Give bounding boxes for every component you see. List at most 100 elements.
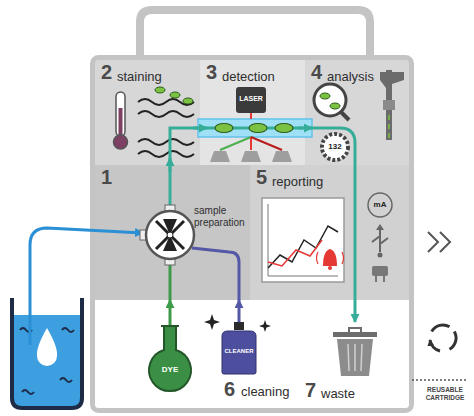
flow-connector [193,127,207,130]
sample-tube [30,228,143,345]
flow-connector [169,300,172,325]
node-label: CLEANER [224,348,253,355]
next-chevrons [428,232,450,252]
output-icons [372,266,388,276]
dye-flask-shape [161,325,179,327]
sparkles [259,320,271,332]
report-chart [323,249,337,266]
report-chart [268,204,338,276]
waste-bin-shape [333,332,377,337]
valve [140,205,194,265]
output-icons [376,276,384,282]
process-panel: 3 detectionLASER [200,60,305,165]
node-label: reporting [272,174,323,190]
flow-connector [169,158,172,172]
callout-number: 6 [224,379,235,399]
caliper [380,72,404,88]
caliper [388,115,390,138]
recycle-symbol [430,325,456,351]
valve [167,232,173,238]
sample-beaker [12,298,82,408]
output-icons [372,228,388,252]
output-icons [368,193,392,217]
node-label: DYE [162,365,178,375]
callout-number: 1 [101,167,112,187]
caliper [386,70,392,140]
fluid-tubes [192,248,239,300]
process-panel: 4analysis [305,60,409,165]
dye-flask-outline [145,325,195,393]
recycle-symbol [430,325,456,351]
staining-illustration [119,108,123,138]
fluid-tubes [169,265,172,300]
output-icons [368,193,392,282]
staining-illustration [155,87,165,93]
node-label: detection [222,69,275,85]
laser-beam [250,113,252,119]
staining-illustration [116,92,125,136]
stained-cells [215,124,233,133]
detectors [210,151,292,162]
dye-flask-shape [149,326,191,391]
valve [165,205,175,213]
laser-beam [251,137,282,150]
magnifier [341,112,349,120]
callout-number: 3 [206,62,217,82]
waste-bin-shape [337,339,373,376]
waste-bin-shape [349,328,361,332]
process-panel: 5reporting [250,165,409,300]
node-label: waste [321,386,355,402]
magnifier [330,103,340,109]
magnifier [314,84,349,120]
valve [146,211,194,259]
callout-number: 2 [101,62,112,82]
laser-beam [220,137,251,150]
sparkles [204,314,220,330]
flow-connector [238,300,241,322]
sample-beaker [20,328,74,394]
fluid-tubes [170,128,355,300]
staining-illustration [138,99,194,157]
report-chart [268,226,338,268]
housing-outline [93,58,412,411]
laser-box: LASER [236,87,266,113]
valve [156,221,184,249]
cleaner-bottle-shape [234,322,244,330]
report-chart [262,198,344,282]
sample-beaker [12,298,82,408]
cleaner-bottle: CLEANER [220,322,258,374]
laser-beam [250,137,252,150]
node-label: sample preparation [194,205,248,229]
stained-cells [275,124,293,133]
waste-bin: 7 waste [305,322,385,408]
sparkles [204,314,271,332]
magnifier [314,84,346,116]
callout-number: 7 [305,380,316,400]
stained-cells [249,124,267,133]
magnifier [320,93,330,99]
staining-illustration [183,98,193,104]
output-icons [378,253,383,258]
report-chart [328,266,332,270]
flow-channel [198,119,312,137]
waste-bin-shape [348,344,362,371]
flow-connector [298,127,312,130]
cartridge-label: REUSABLE CARTRIDGE [420,386,470,402]
counter-value: 132 [320,142,350,152]
valve [163,219,177,251]
housing-handle [140,10,370,58]
cleaner-bottle-shape [222,331,256,374]
staining-illustration [170,92,180,98]
staining-illustration [114,135,128,149]
stage-label: cleaning [241,384,289,400]
flow-channel [198,119,312,137]
output-icons [376,224,384,230]
report-chart [317,252,344,264]
flow-connector [354,165,357,322]
current-icon-label: mA [370,200,390,210]
process-panel: 1 sample preparation [95,165,252,300]
caliper [380,70,404,140]
node-label: analysis [327,69,374,85]
valve [140,230,148,240]
